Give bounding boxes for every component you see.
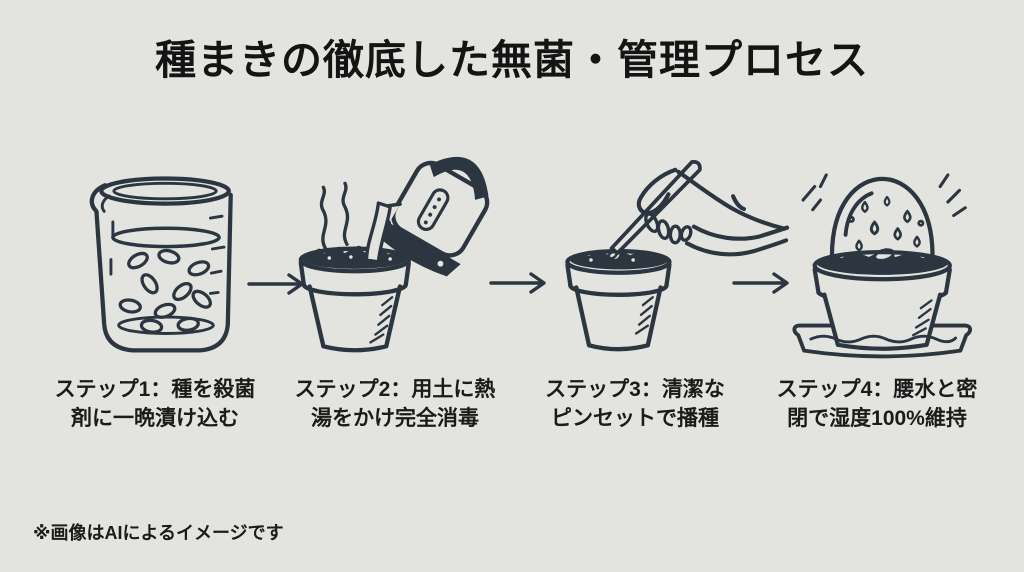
seeds (118, 248, 212, 334)
beaker-soaking-seeds-icon (89, 176, 233, 353)
graduation-marks (109, 214, 226, 295)
pot-hatching (634, 296, 654, 335)
arrow-right-icon (732, 272, 789, 294)
water-stream (364, 201, 392, 264)
step-2-caption: ステップ2：用土に熱 湯をかけ完全消毒 (270, 375, 520, 433)
curled-fingers (644, 212, 693, 245)
step-4-caption-line2: 閉で湿度100%維持 (787, 407, 967, 430)
pot-body (822, 292, 943, 351)
step-1-caption-line2: 剤に一晩漬け込む (71, 407, 239, 430)
sparkle-lines (801, 173, 967, 218)
pot-hatching (369, 296, 394, 344)
hand-outline (636, 167, 790, 257)
soil (816, 253, 948, 275)
steam-lines (319, 181, 350, 250)
electric-kettle (376, 156, 490, 277)
pot-body (574, 285, 663, 352)
step-3-caption-line1: ステップ3：清潔な (545, 378, 725, 401)
kettle-pouring-hot-water-icon (298, 156, 490, 353)
dome-highlight (843, 191, 874, 237)
tweezers-sowing-seed-icon (565, 159, 790, 352)
humidity-dome (829, 176, 935, 264)
step-3-caption: ステップ3：清潔な ピンセットで播種 (510, 375, 760, 433)
humidity-dome-bottom-water-icon (792, 173, 973, 359)
seed-at-tip (607, 250, 618, 260)
tweezers (609, 159, 702, 255)
ai-image-disclaimer: ※画像はAIによるイメージです (33, 523, 284, 543)
step-4-caption-line1: ステップ4：腰水と密 (776, 378, 978, 401)
step-2-caption-line1: ステップ2：用土に熱 (294, 378, 496, 401)
condensation-droplets (847, 195, 925, 259)
step-4-caption: ステップ4：腰水と密 閉で湿度100%維持 (752, 375, 1002, 433)
arrow-right-icon (489, 272, 546, 294)
step-1-caption: ステップ1：種を殺菌 剤に一晩漬け込む (30, 375, 280, 433)
soil (570, 252, 668, 270)
water-line (809, 334, 958, 344)
water-surface (111, 226, 221, 249)
water-gauge (416, 188, 450, 231)
step-3-caption-line2: ピンセットで播種 (551, 407, 719, 430)
kettle-handle (429, 156, 489, 200)
step-1-caption-line1: ステップ1：種を殺菌 (54, 378, 256, 401)
step-2-caption-line2: 湯をかけ完全消毒 (311, 407, 479, 430)
page-title: 種まきの徹底した無菌・管理プロセス (155, 37, 869, 83)
pot-hatching (911, 299, 933, 337)
